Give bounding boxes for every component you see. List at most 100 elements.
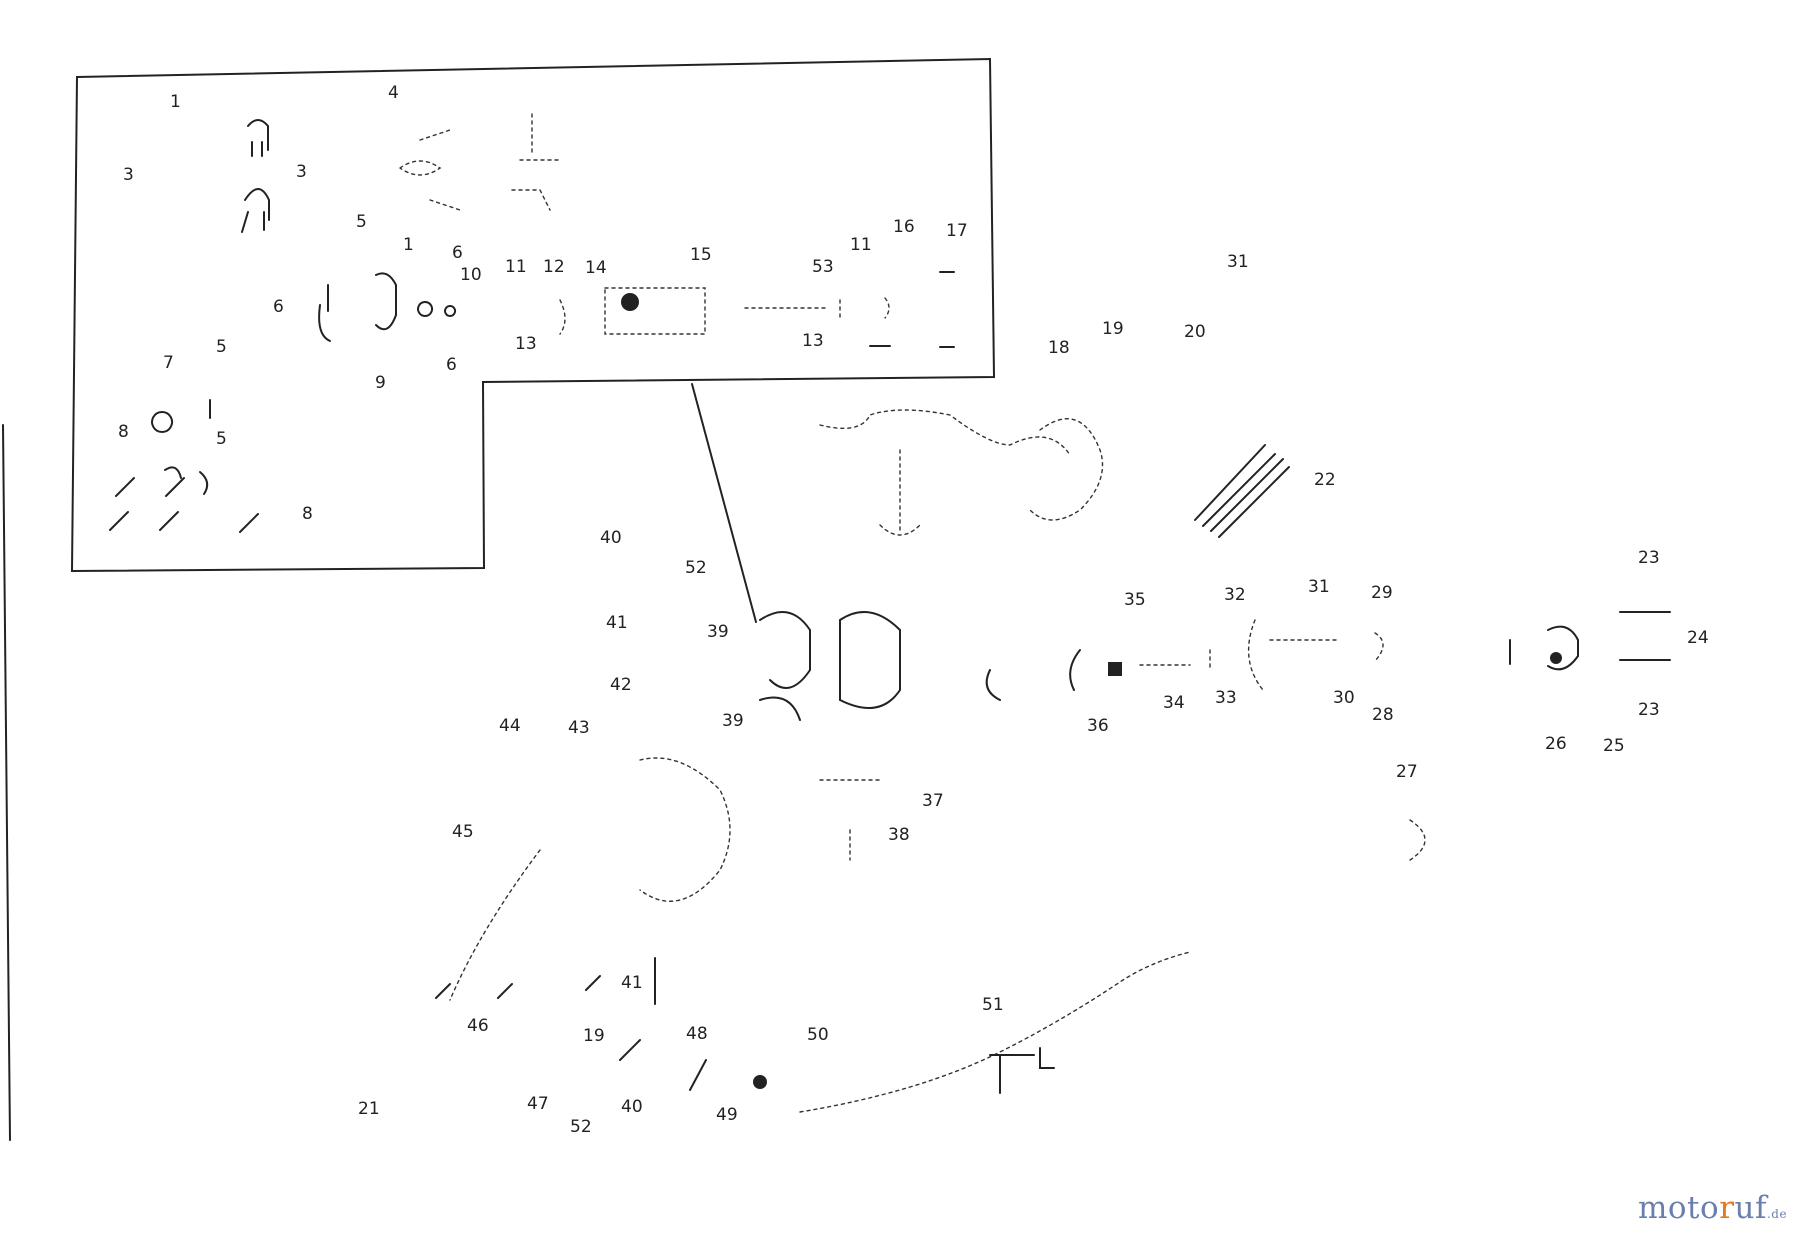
part-callout: 1 xyxy=(170,92,181,112)
part-callout: 32 xyxy=(1224,585,1246,605)
recoil-starter xyxy=(819,779,881,861)
part-callout: 43 xyxy=(568,718,590,738)
drive-cable xyxy=(799,951,1191,1113)
part-callout: 8 xyxy=(118,422,129,442)
part-callout: 31 xyxy=(1308,577,1330,597)
part-callout: 10 xyxy=(460,265,482,285)
part-callout: 19 xyxy=(1102,319,1124,339)
inset-parts xyxy=(109,113,955,533)
part-callout: 26 xyxy=(1545,734,1567,754)
part-callout: 41 xyxy=(621,973,643,993)
brand-text-part: moto xyxy=(1638,1190,1720,1226)
part-callout: 52 xyxy=(570,1117,592,1137)
part-callout: 34 xyxy=(1163,693,1185,713)
part-callout: 17 xyxy=(946,221,968,241)
part-callout: 42 xyxy=(610,675,632,695)
part-callout: 28 xyxy=(1372,705,1394,725)
inset-leader-line xyxy=(691,383,757,623)
part-callout: 38 xyxy=(888,825,910,845)
brand-text-part: .de xyxy=(1766,1207,1788,1221)
drive-shaft xyxy=(1139,619,1384,691)
part-callout: 3 xyxy=(123,165,134,185)
wheel-part xyxy=(151,399,211,433)
part-callout: 13 xyxy=(515,334,537,354)
part-callout: 46 xyxy=(467,1016,489,1036)
part-callout: 8 xyxy=(302,504,313,524)
part-callout: 24 xyxy=(1687,628,1709,648)
part-callout: 9 xyxy=(375,373,386,393)
part-callout: 25 xyxy=(1603,736,1625,756)
part-callout: 36 xyxy=(1087,716,1109,736)
front-grip xyxy=(449,849,541,1001)
shaft-part xyxy=(744,297,890,319)
part-callout: 18 xyxy=(1048,338,1070,358)
part-callout: 23 xyxy=(1638,548,1660,568)
cylinder-part xyxy=(559,299,566,335)
part-callout: 4 xyxy=(388,83,399,103)
part-callout: 12 xyxy=(543,257,565,277)
brand-text-part: uf xyxy=(1734,1190,1767,1226)
spark-plug xyxy=(1194,444,1290,538)
part-callout: 6 xyxy=(273,297,284,317)
part-callout: 41 xyxy=(606,613,628,633)
part-callout: 45 xyxy=(452,822,474,842)
part-callout: 40 xyxy=(621,1097,643,1117)
crank-housing xyxy=(985,649,1081,701)
cable-clamp xyxy=(989,1047,1055,1094)
part-callout: 15 xyxy=(690,245,712,265)
brand-text-part: r xyxy=(1719,1190,1735,1226)
part-callout: 31 xyxy=(1227,252,1249,272)
part-callout: 51 xyxy=(982,995,1004,1015)
part-callout: 5 xyxy=(356,212,367,232)
part-callout: 3 xyxy=(296,162,307,182)
throttle-cable xyxy=(1409,819,1426,861)
part-callout: 29 xyxy=(1371,583,1393,603)
housing-part xyxy=(604,287,706,335)
part-callout: 52 xyxy=(685,558,707,578)
part-callout: 11 xyxy=(505,257,527,277)
part-callout: 39 xyxy=(707,622,729,642)
part-callout: 49 xyxy=(716,1105,738,1125)
part-callout: 53 xyxy=(812,257,834,277)
fuel-tank xyxy=(639,757,731,902)
part-callout: 16 xyxy=(893,217,915,237)
part-callout: 1 xyxy=(403,235,414,255)
part-callout: 23 xyxy=(1638,700,1660,720)
part-callout: 5 xyxy=(216,429,227,449)
part-callout: 44 xyxy=(499,716,521,736)
scan-edge-line xyxy=(2,424,11,1141)
spring-part xyxy=(399,129,461,211)
main-assembly xyxy=(435,409,1671,1113)
muffler-screws xyxy=(435,975,601,999)
part-callout: 19 xyxy=(583,1026,605,1046)
part-callout: 14 xyxy=(585,258,607,278)
part-callout: 21 xyxy=(358,1099,380,1119)
cable-guide xyxy=(1029,418,1104,521)
spindle-assembly xyxy=(619,957,707,1091)
part-callout: 27 xyxy=(1396,762,1418,782)
gear-head xyxy=(1509,611,1671,671)
part-callout: 40 xyxy=(600,528,622,548)
pin-part xyxy=(869,271,955,348)
bracket-part xyxy=(511,113,561,211)
part-callout: 22 xyxy=(1314,470,1336,490)
lever-part xyxy=(247,119,269,157)
lever-part xyxy=(241,188,270,233)
part-callout: 35 xyxy=(1124,590,1146,610)
part-callout: 7 xyxy=(163,353,174,373)
nut-part xyxy=(417,301,457,317)
brand-watermark: motoruf.de xyxy=(1638,1190,1787,1226)
part-callout: 47 xyxy=(527,1094,549,1114)
clamp-part xyxy=(318,272,397,342)
screw-part xyxy=(109,477,259,533)
spindle-nut xyxy=(753,1075,767,1089)
washer-part xyxy=(164,466,209,495)
part-callout: 6 xyxy=(452,243,463,263)
handle-bar xyxy=(819,409,1071,456)
part-callout: 6 xyxy=(446,355,457,375)
part-callout: 5 xyxy=(216,337,227,357)
part-callout: 39 xyxy=(722,711,744,731)
part-callout: 33 xyxy=(1215,688,1237,708)
part-callout: 37 xyxy=(922,791,944,811)
